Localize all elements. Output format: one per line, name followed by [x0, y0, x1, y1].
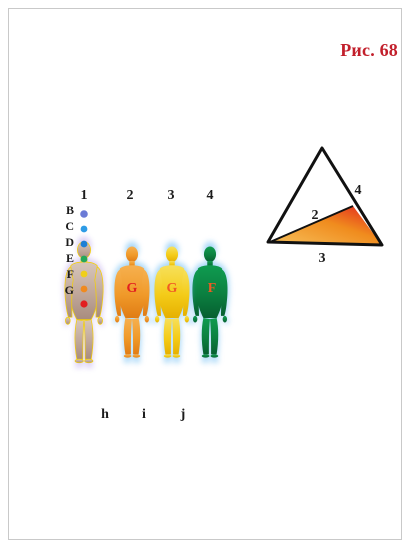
figure-number-3: 3 — [168, 188, 175, 203]
figure-label-h: h — [101, 407, 109, 422]
chakra-dot-4 — [81, 256, 88, 263]
figure-2-symbol: G — [127, 281, 138, 296]
chakra-letter-f: F — [67, 267, 74, 281]
figure-1: B C D E F G — [63, 203, 105, 368]
figure-4-body — [192, 247, 227, 358]
chakra-dot-7 — [80, 300, 87, 307]
figure-2: G — [113, 242, 151, 363]
figure-2-body — [114, 247, 149, 358]
figure-number-1: 1 — [81, 188, 88, 203]
chakra-letter-g: G — [65, 283, 74, 297]
triangle-label-3: 3 — [319, 251, 326, 266]
aura-figures: F G G — [63, 203, 229, 368]
figure-3-symbol: G — [167, 281, 178, 296]
triangle-diagram: 2 3 4 — [268, 148, 382, 266]
chakra-dot-5 — [81, 271, 88, 278]
figure-label-i: i — [142, 407, 146, 422]
chakra-letter-d: D — [65, 235, 74, 249]
figure-3: G — [153, 242, 191, 363]
chakra-letters: B C D E F G — [65, 203, 75, 297]
chakra-dot-2 — [81, 226, 88, 233]
chakra-letter-b: B — [66, 203, 74, 217]
chakra-dot-1 — [80, 210, 88, 218]
chakra-letter-c: C — [65, 219, 74, 233]
chakra-dot-3 — [81, 241, 88, 248]
chakra-dot-6 — [81, 286, 88, 293]
figure-number-2: 2 — [127, 188, 134, 203]
figure-4-symbol: F — [208, 281, 217, 296]
figure-4: F — [191, 242, 229, 363]
triangle-label-2: 2 — [312, 208, 319, 223]
chakra-letter-e: E — [66, 251, 74, 265]
figure-label-j: j — [180, 407, 186, 422]
figure-3-body — [154, 247, 189, 358]
triangle-label-4: 4 — [355, 183, 362, 198]
figure-number-4: 4 — [207, 188, 214, 203]
